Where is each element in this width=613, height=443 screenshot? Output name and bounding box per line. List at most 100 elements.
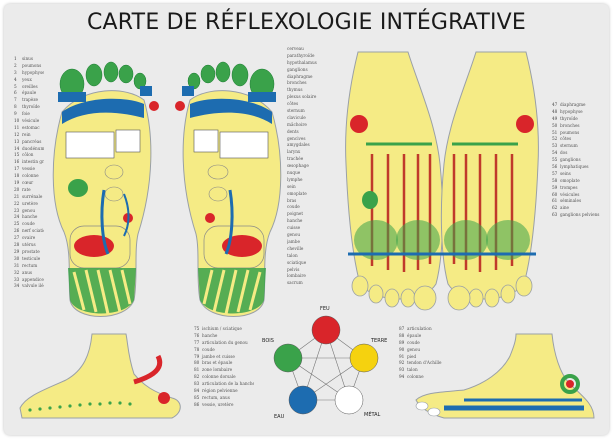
water-element-circle [288,385,318,415]
legend-row: plexus solaire [287,94,325,101]
legend-text: vessie, uretère [202,401,234,407]
legend-number: 90 [399,346,405,352]
legend-number: 14 [14,145,20,151]
legend-number: 60 [552,191,558,197]
legend-number: 5 [14,83,17,89]
legend-text: articulation du genou [202,339,248,345]
legend-text: côtes [287,101,299,107]
fire-element-circle [311,315,341,345]
legend-number: 82 [194,374,200,380]
legend-text: lymphatiques [560,164,589,170]
legend-number: 87 [399,326,405,331]
legend-text: rein [22,131,31,137]
legend-text: ganglions pelviens [560,212,600,218]
legend-number: 52 [552,136,558,142]
legend-text: vésicules [560,191,580,197]
legend-number: 2 [14,62,17,68]
legend-text: sternum [560,143,578,149]
legend-number: 85 [194,394,200,400]
legend-number: 58 [552,177,558,183]
legend-number: 54 [552,150,558,156]
legend-row: cerveau [287,46,325,53]
legend-text: sinus [22,56,34,61]
legend-text: épaule [22,90,37,96]
legend-text: diaphragme [287,73,313,79]
legend-text: ovaire [22,235,36,241]
legend-number: 91 [399,353,405,359]
legend-row: sciatique [287,260,325,267]
legend-number: 50 [552,122,558,128]
legend-row: lymphe [287,177,325,184]
legend-text: prostate [22,248,40,254]
legend-row: nuque [287,170,325,177]
legend-text: poumons [22,62,42,68]
legend-text: testicule [22,255,41,261]
legend-text: dos [560,150,568,156]
legend-number: 78 [194,346,200,352]
legend-text: lombaire [287,273,306,279]
legend-text: lymphe [287,176,303,182]
legend-number: 62 [552,205,558,211]
legend-number: 55 [552,157,558,163]
legend-number: 24 [14,214,20,220]
legend-text: ganglions [287,66,308,72]
legend-text: yeux [22,76,32,82]
legend-text: nerf sciatique [22,228,44,234]
legend-text: rectum, anus [202,394,230,400]
legend-number: 30 [14,255,20,261]
legend-text: seins [560,170,571,176]
legend-text: coude [22,221,35,227]
legend-text: rate [22,186,31,192]
legend-text: larynx [287,149,301,155]
legend-text: amygdales [287,142,310,148]
legend-text: coude [407,339,420,345]
legend-text: pelvis [287,266,300,272]
legend-text: thyroïde [560,115,578,121]
legend-number: 31 [14,262,20,268]
legend-row: pelvis [287,267,325,274]
legend-row: ganglions [287,67,325,74]
legend-number: 47 [552,102,558,107]
legend-row: clavicule [287,115,325,122]
legend-number: 18 [14,173,20,179]
legend-text: coude [202,346,215,352]
legend-text: tendon d'Achille [407,360,442,366]
legend-number: 53 [552,143,558,149]
legend-number: 34 [14,283,20,289]
legend-text: bras [287,197,297,203]
legend-number: 61 [552,198,558,204]
legend-number: 88 [399,332,405,338]
legend-text: sein [287,183,296,189]
legend-text: plexus solaire [287,94,317,100]
legend-number: 77 [194,339,200,345]
legend-text: côtes [560,136,572,142]
legend-row: lombaire [287,273,325,280]
legend-number: 23 [14,207,20,213]
legend-text: articulation de la hanche [202,381,254,387]
legend-row: côtes [287,101,325,108]
